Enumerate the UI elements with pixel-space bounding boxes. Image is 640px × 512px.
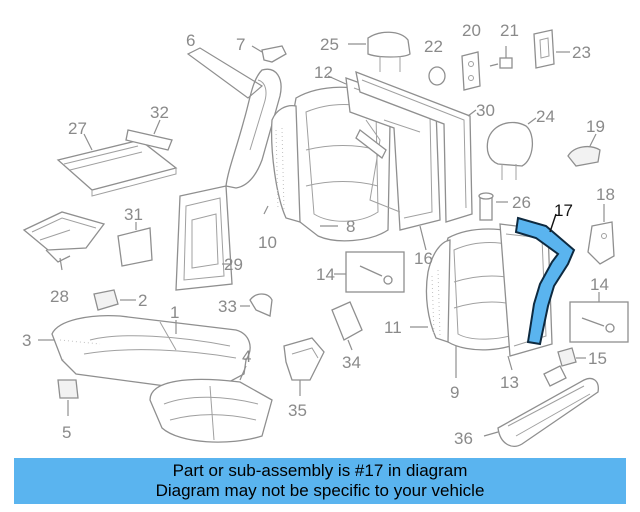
part-31-cover: [117, 222, 153, 267]
callout-14b: 14: [590, 275, 609, 294]
part-28-bracket: [22, 211, 106, 271]
callout-30: 30: [476, 101, 495, 120]
callout-13: 13: [500, 373, 519, 392]
part-6-side-trim: [186, 47, 282, 189]
callout-7: 7: [236, 35, 245, 54]
part-17-highlighted: [514, 213, 576, 346]
part-22-cap: [428, 66, 446, 86]
callout-32: 32: [150, 103, 169, 122]
part-7-clip: [251, 45, 287, 63]
callout-21: 21: [500, 21, 519, 40]
callout-35: 35: [288, 401, 307, 420]
part-23-latch: [533, 29, 570, 69]
callout-3: 3: [22, 331, 31, 350]
part-27-pad: [56, 133, 178, 197]
part-16-leader: [419, 225, 427, 251]
callout-15: 15: [588, 349, 607, 368]
callout-31: 31: [124, 205, 143, 224]
part-26-bolt: [478, 192, 508, 221]
callout-34: 34: [342, 353, 361, 372]
callout-36: 36: [454, 429, 473, 448]
part-2-clip: [93, 289, 136, 311]
part-18-bracket: [587, 204, 615, 265]
part-19-handle: [567, 133, 601, 167]
callout-14a: 14: [316, 265, 335, 284]
part-4-seat-frame: [149, 365, 273, 443]
part-24-headrest: [486, 117, 537, 180]
callout-4: 4: [242, 347, 251, 366]
callout-8: 8: [346, 217, 355, 236]
banner-line-1: Part or sub-assembly is #17 in diagram: [172, 461, 468, 480]
callout-28: 28: [50, 287, 69, 306]
callout-26: 26: [512, 193, 531, 212]
info-banner: Part or sub-assembly is #17 in diagram D…: [14, 458, 626, 504]
callout-18: 18: [596, 185, 615, 204]
banner-line-2: Diagram may not be specific to your vehi…: [155, 481, 485, 500]
part-21-screw: [489, 46, 513, 69]
part-14-screws-left: [334, 251, 405, 293]
part-30-backboard: [355, 70, 473, 223]
part-15-clip: [557, 347, 586, 367]
callout-22: 22: [424, 37, 443, 56]
part-32-strip: [125, 119, 173, 151]
callout-25: 25: [320, 35, 339, 54]
callout-6: 6: [186, 31, 195, 50]
part-5-plug: [57, 379, 79, 416]
part-33-hook: [240, 293, 273, 317]
part-29-frame: [175, 185, 233, 291]
callout-29: 29: [224, 255, 243, 274]
callout-11: 11: [384, 318, 402, 337]
callout-2: 2: [138, 291, 147, 310]
callout-23: 23: [572, 43, 591, 62]
callout-5: 5: [62, 423, 71, 442]
callout-20: 20: [462, 21, 481, 40]
part-34-bracket: [331, 301, 363, 351]
part-25-headrest: [348, 31, 411, 72]
callout-9: 9: [450, 383, 459, 402]
callout-24: 24: [536, 107, 555, 126]
callout-33: 33: [218, 297, 237, 316]
part-8-seatback-frame: [270, 86, 391, 242]
part-14-screws-right: [569, 292, 629, 343]
callout-19: 19: [586, 117, 605, 136]
callout-10: 10: [258, 233, 277, 252]
callout-1: 1: [170, 303, 179, 322]
callout-16: 16: [414, 249, 433, 268]
part-20-bracket: [461, 51, 481, 91]
callout-27: 27: [68, 119, 87, 138]
callout-labels: 1 2 3 4 5 6 7 8 9 10 11 12 13 14 14 15 1…: [22, 21, 615, 448]
part-35-hinge: [283, 337, 325, 396]
callout-12: 12: [314, 63, 333, 82]
callout-17: 17: [554, 201, 573, 220]
part-36-armrest: [483, 365, 599, 447]
